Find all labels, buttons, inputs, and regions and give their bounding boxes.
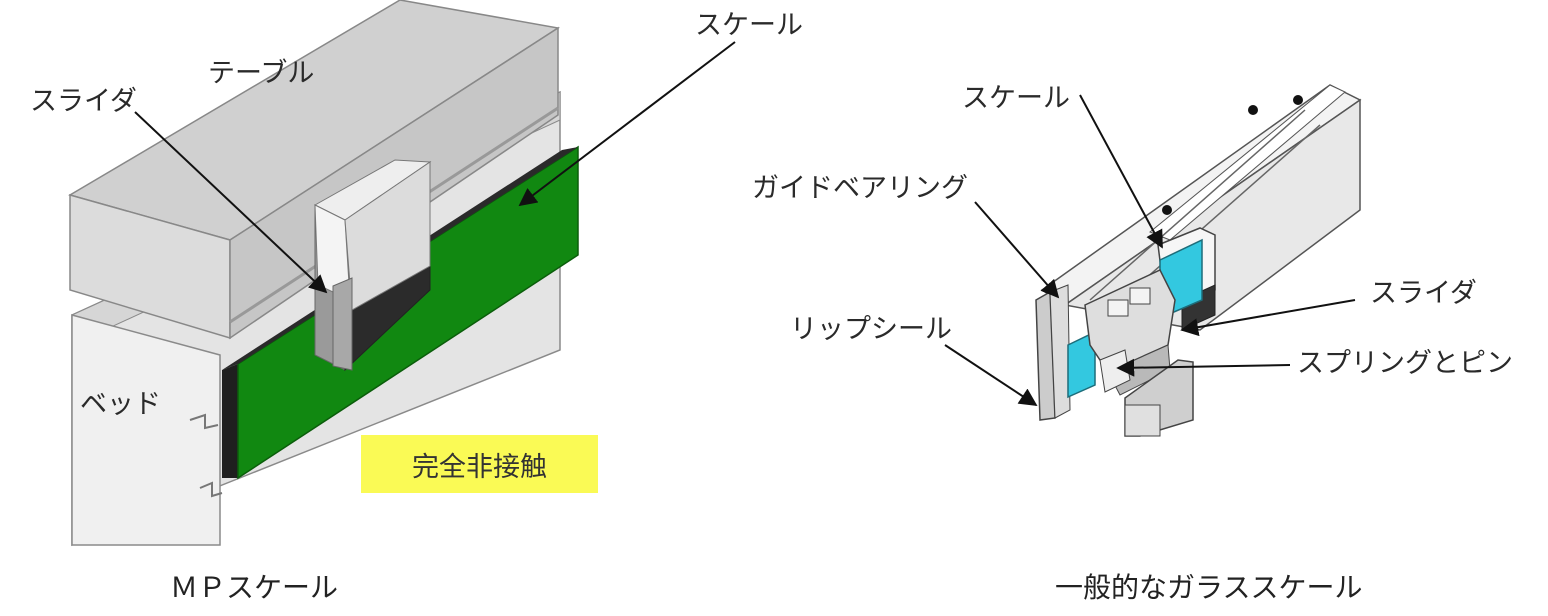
slider-mechanism	[1084, 269, 1194, 437]
slider-leader-arrow-right	[1180, 299, 1356, 337]
scale-leader-arrow	[518, 41, 736, 207]
label-slider-left: スライダ	[30, 86, 137, 117]
label-guide-bearing: ガイドベアリング	[752, 173, 968, 204]
label-spring-pin: スプリングとピン	[1297, 348, 1513, 379]
mp-scale-illustration	[68, 0, 736, 547]
label-table: テーブル	[208, 58, 315, 89]
caption-mp-scale: ＭＰスケール	[170, 571, 339, 604]
label-bed: ベッド	[80, 389, 161, 420]
lip-seal-leader-arrow	[944, 344, 1038, 406]
label-scale-right: スケール	[962, 83, 1070, 114]
glass-scale-illustration	[944, 84, 1362, 437]
non-contact-badge: 完全非接触	[361, 435, 598, 493]
glass-scale-strip	[1067, 238, 1203, 399]
glass-scale-leader-arrow	[1079, 94, 1163, 249]
guide-bearing-leader-arrow	[974, 201, 1060, 299]
label-scale-left: スケール	[695, 10, 803, 41]
spring-pin-leader-arrow	[1116, 358, 1291, 377]
label-slider-right: スライダ	[1370, 278, 1477, 309]
caption-glass-scale: 一般的なガラススケール	[1055, 571, 1363, 604]
slider-leader-arrow	[134, 111, 328, 294]
housing-extrusion	[1035, 84, 1362, 421]
label-lip-seal: リップシール	[790, 314, 952, 345]
